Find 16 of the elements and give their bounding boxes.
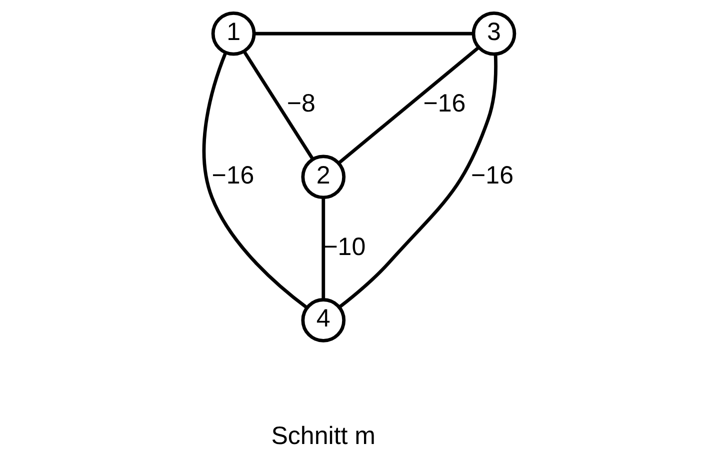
node-circle: 2 xyxy=(301,154,346,200)
connector xyxy=(322,198,326,300)
edge-label: −16 xyxy=(212,161,254,190)
connector xyxy=(338,54,498,308)
connector xyxy=(338,46,480,164)
node-circle: 4 xyxy=(301,298,346,342)
label: Schnitt m xyxy=(271,422,376,450)
node-circle: 1 xyxy=(211,11,256,56)
connector xyxy=(254,32,474,36)
edge-label: −16 xyxy=(423,90,466,118)
connector xyxy=(242,50,314,160)
connector xyxy=(202,52,308,309)
edge-label: −10 xyxy=(323,232,366,261)
edge-label: −16 xyxy=(471,161,514,190)
edge-label: −8 xyxy=(286,90,316,118)
node-circle: 3 xyxy=(472,11,516,56)
